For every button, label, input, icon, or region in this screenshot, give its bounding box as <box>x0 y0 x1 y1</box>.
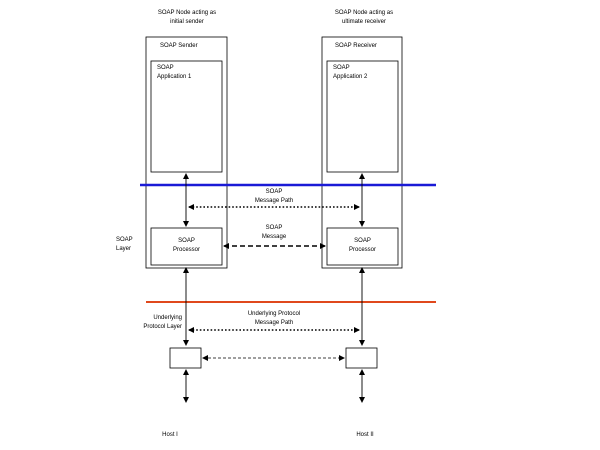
soap-sender-title: SOAP Sender <box>160 43 198 49</box>
soap-message-label: SOAP Message <box>261 225 287 240</box>
host-2-label: Host II <box>356 432 374 438</box>
soap-application-1-box <box>150 60 223 173</box>
sender-node-caption: SOAP Node acting as initial sender <box>157 10 217 25</box>
soap-application-1-label: SOAP Application 1 <box>157 65 192 80</box>
soap-processor-1-label: SOAP Processor <box>172 238 200 253</box>
soap-receiver-title: SOAP Receiver <box>335 43 377 49</box>
protocol-layer-label: Underlying Protocol Layer <box>143 315 182 330</box>
soap-message-path-label: SOAP Message Path <box>254 189 294 204</box>
soap-application-2-label: SOAP Application 2 <box>333 65 368 80</box>
host-2-box <box>345 347 378 369</box>
protocol-message-path-label: Underlying Protocol Message Path <box>247 311 301 326</box>
soap-application-2-box <box>326 60 399 173</box>
soap-processor-2-box <box>326 227 399 266</box>
host-1-label: Host I <box>162 432 178 438</box>
soap-processor-1-box <box>150 227 223 266</box>
soap-layer-label: SOAP Layer <box>116 237 133 252</box>
soap-processor-2-label: SOAP Processor <box>348 238 376 253</box>
host-1-box <box>169 347 202 369</box>
receiver-node-caption: SOAP Node acting as ultimate receiver <box>334 10 394 25</box>
